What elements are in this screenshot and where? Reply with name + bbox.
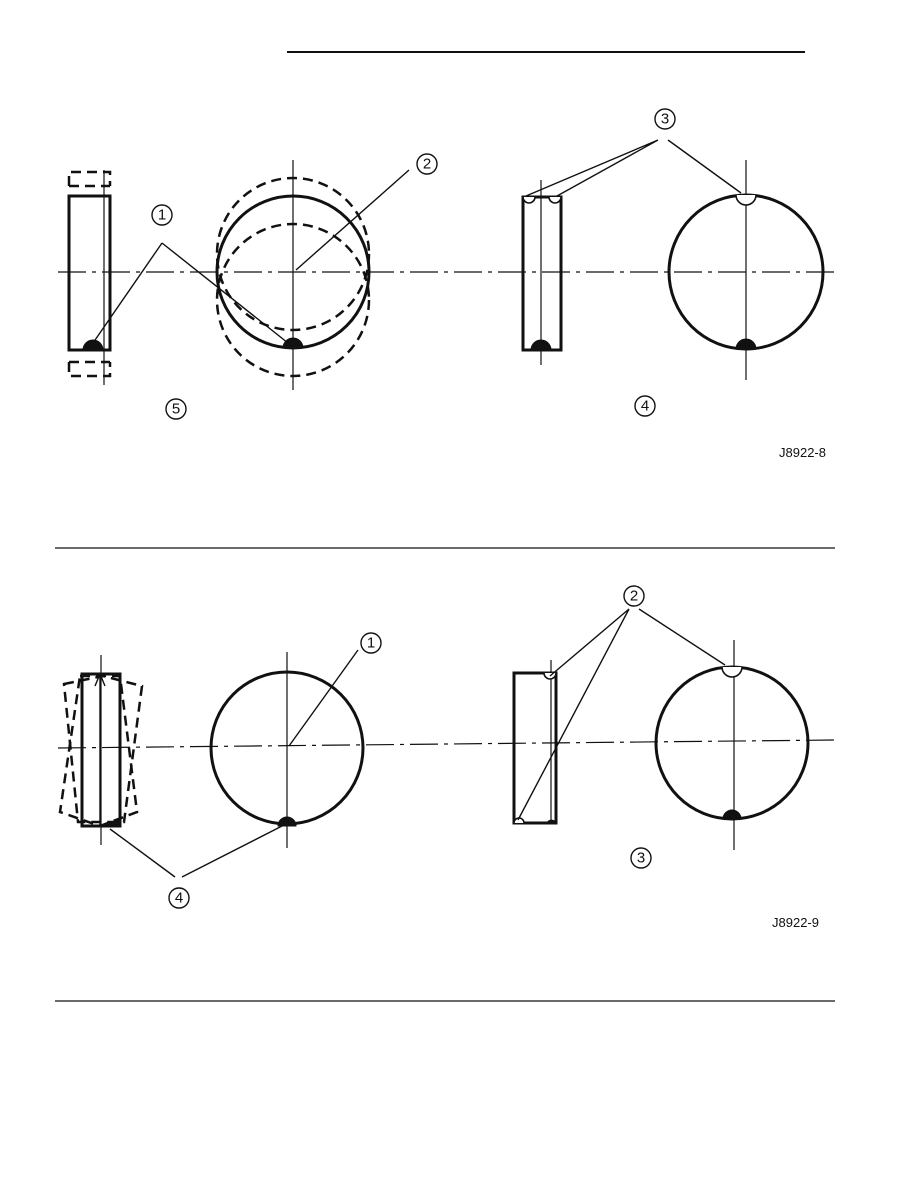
ring-twist-dashed-outline-a — [62, 674, 144, 824]
gap-mark-left-ring — [82, 339, 104, 351]
leader-callout-1 — [92, 242, 289, 344]
svg-text:2: 2 — [630, 588, 638, 605]
gap-mark-left-circle — [277, 816, 297, 827]
svg-text:1: 1 — [367, 635, 375, 652]
callout-2: 2 — [416, 153, 438, 175]
gap-mark-left-circle — [282, 337, 304, 349]
ring-dashed-offset-top — [215, 176, 371, 332]
callout-3: 3 — [654, 108, 676, 130]
gap-mark-right-ring — [546, 819, 557, 824]
leader-callout-1 — [288, 649, 359, 747]
figure-id-label: J8922-9 — [772, 915, 819, 930]
svg-text:2: 2 — [423, 156, 431, 173]
leader-callout-3 — [525, 139, 742, 197]
callout-5: 5 — [165, 398, 187, 420]
svg-text:4: 4 — [175, 890, 183, 907]
figure-id-label: J8922-8 — [779, 445, 826, 460]
notch-top-right-circle — [735, 194, 757, 206]
leader-callout-4 — [109, 824, 285, 878]
ring-dashed-offset-bottom — [215, 222, 371, 378]
ring-dashed-outline-top — [67, 170, 112, 188]
callout-2: 2 — [623, 585, 645, 607]
callout-3: 3 — [630, 847, 652, 869]
leader-callout-2 — [295, 169, 410, 271]
figure-j8922-9: 1 2 3 4 J8922-9 — [57, 585, 836, 930]
callout-1: 1 — [151, 204, 173, 226]
figure-j8922-8: 1 2 3 4 5 J8922-8 — [58, 108, 835, 460]
notch-top-left-ring — [522, 196, 536, 204]
gap-mark-right-ring — [530, 339, 552, 351]
ring-dashed-outline-bottom — [67, 360, 112, 378]
ring-front-view-right — [654, 665, 810, 821]
gap-mark-left-ring — [103, 817, 121, 827]
ring-side-view-right — [512, 671, 558, 825]
notch-top-right-circle — [721, 666, 743, 678]
notch-top-right-ring — [548, 196, 562, 204]
callout-4: 4 — [634, 395, 656, 417]
leader-callout-2 — [517, 608, 726, 821]
svg-text:4: 4 — [641, 398, 649, 415]
ring-side-view-right — [521, 195, 563, 352]
gap-mark-right-circle — [722, 809, 742, 820]
twist-arrow-up — [94, 672, 106, 826]
svg-text:5: 5 — [172, 401, 180, 418]
svg-text:3: 3 — [661, 111, 669, 128]
gap-mark-right-circle — [735, 338, 757, 350]
callout-1: 1 — [360, 632, 382, 654]
callout-4: 4 — [168, 887, 190, 909]
horizontal-centerline — [57, 739, 836, 749]
svg-text:1: 1 — [158, 207, 166, 224]
svg-text:3: 3 — [637, 850, 645, 867]
